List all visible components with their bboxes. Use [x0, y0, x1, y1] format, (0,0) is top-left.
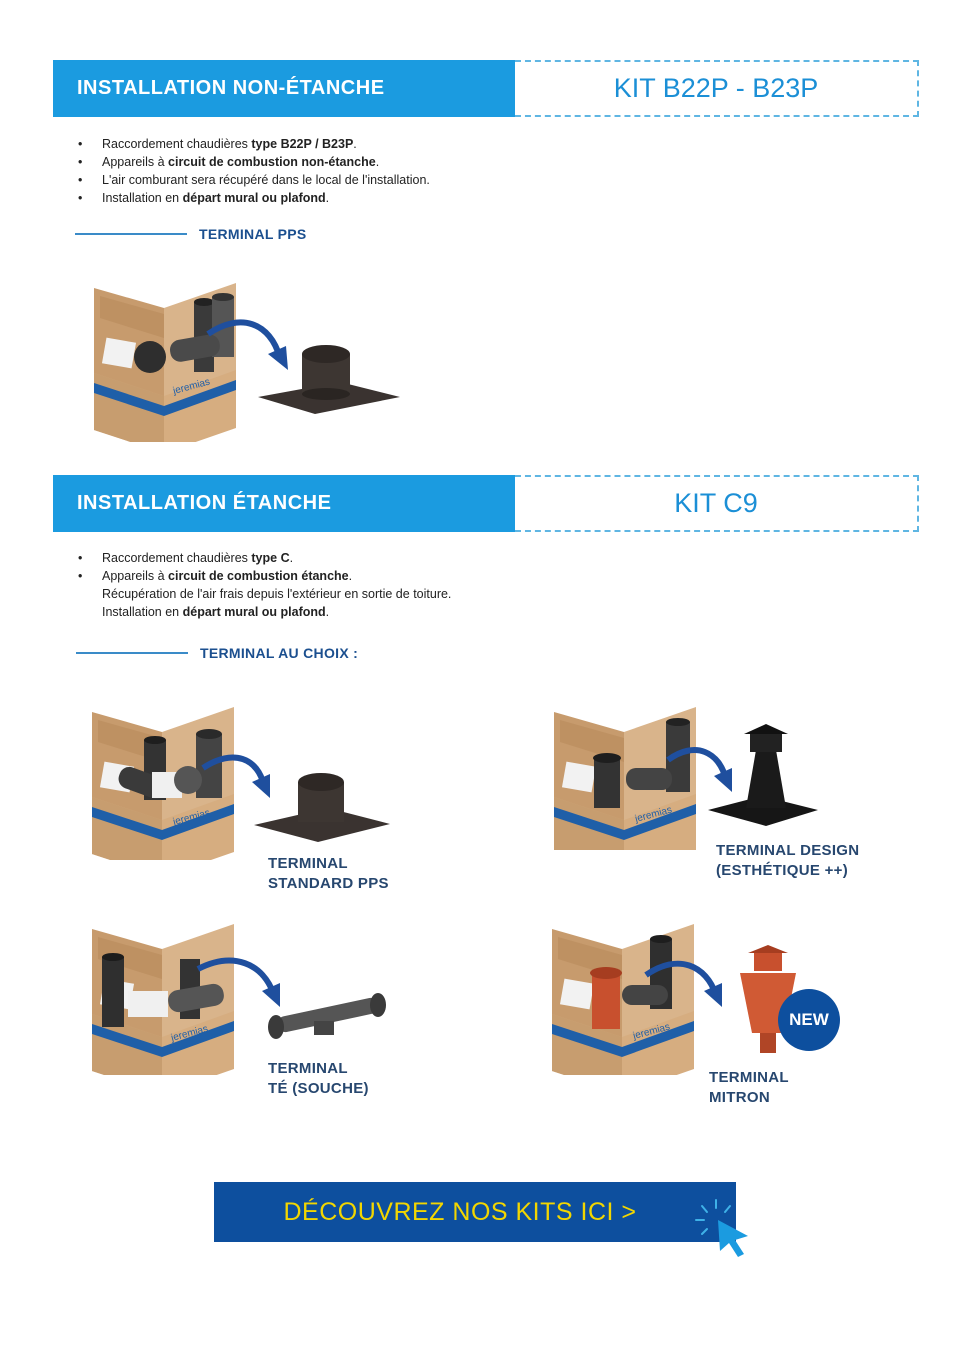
section1-kit-box: KIT B22P - B23P — [515, 60, 919, 117]
list-item: L'air comburant sera récupéré dans le lo… — [74, 171, 674, 189]
list-item: Raccordement chaudières type C. — [74, 549, 694, 567]
terminal-mitron-illustration: jeremias — [552, 924, 796, 1075]
caption-line: MITRON — [709, 1089, 770, 1106]
terminal-design-illustration: jeremias — [554, 707, 818, 850]
list-item: Appareils à circuit de combustion non-ét… — [74, 153, 674, 171]
section1-subheading: TERMINAL PPS — [75, 226, 307, 242]
cursor-click-icon — [695, 1199, 748, 1257]
caption-terminal-te: TERMINAL TÉ (SOUCHE) — [268, 1059, 369, 1099]
caption-line: TERMINAL DESIGN — [716, 842, 860, 859]
section2-subheading-text: TERMINAL AU CHOIX : — [200, 645, 359, 661]
section1-kit-label: KIT B22P - B23P — [613, 73, 819, 103]
caption-line: (ESTHÉTIQUE ++) — [716, 862, 849, 879]
divider — [75, 233, 187, 235]
caption-terminal-standard: TERMINAL STANDARD PPS — [268, 854, 389, 894]
new-badge: NEW — [778, 989, 840, 1051]
list-item: Installation en départ mural ou plafond. — [74, 189, 674, 207]
discover-kits-label: DÉCOUVREZ NOS KITS ICI > — [283, 1197, 637, 1226]
section1-subheading-text: TERMINAL PPS — [199, 226, 307, 242]
section2-title-text: INSTALLATION ÉTANCHE — [77, 492, 332, 514]
caption-line: TERMINAL — [268, 855, 348, 872]
section2-bullets: Raccordement chaudières type C. Appareil… — [74, 549, 694, 621]
section2-kit-box: KIT C9 — [515, 475, 919, 532]
terminal-standard-illustration: jeremias — [92, 707, 390, 860]
divider — [76, 652, 188, 654]
section2-kit-label: KIT C9 — [674, 488, 758, 518]
caption-line: TERMINAL — [268, 1060, 348, 1077]
caption-terminal-mitron: TERMINAL MITRON — [709, 1068, 789, 1108]
section1-title: INSTALLATION NON-ÉTANCHE — [53, 60, 515, 117]
terminal-te-illustration: jeremias — [92, 924, 386, 1075]
list-item: Récupération de l'air frais depuis l'ext… — [102, 587, 452, 601]
new-badge-text: NEW — [789, 1010, 829, 1029]
list-item: Installation en départ mural ou plafond. — [102, 605, 330, 619]
caption-line: TERMINAL — [709, 1069, 789, 1086]
caption-line: TÉ (SOUCHE) — [268, 1080, 369, 1097]
section1-title-text: INSTALLATION NON-ÉTANCHE — [77, 77, 385, 99]
caption-terminal-design: TERMINAL DESIGN (ESTHÉTIQUE ++) — [716, 841, 859, 881]
section2-title: INSTALLATION ÉTANCHE — [53, 475, 515, 532]
kit-pps-illustration: jeremias — [94, 283, 400, 442]
section2-subheading: TERMINAL AU CHOIX : — [76, 645, 358, 661]
discover-kits-button[interactable]: DÉCOUVREZ NOS KITS ICI > — [214, 1182, 736, 1242]
list-item: Raccordement chaudières type B22P / B23P… — [74, 135, 674, 153]
caption-line: STANDARD PPS — [268, 875, 389, 892]
section1-bullets: Raccordement chaudières type B22P / B23P… — [74, 135, 674, 207]
list-item: Appareils à circuit de combustion étanch… — [74, 567, 694, 585]
